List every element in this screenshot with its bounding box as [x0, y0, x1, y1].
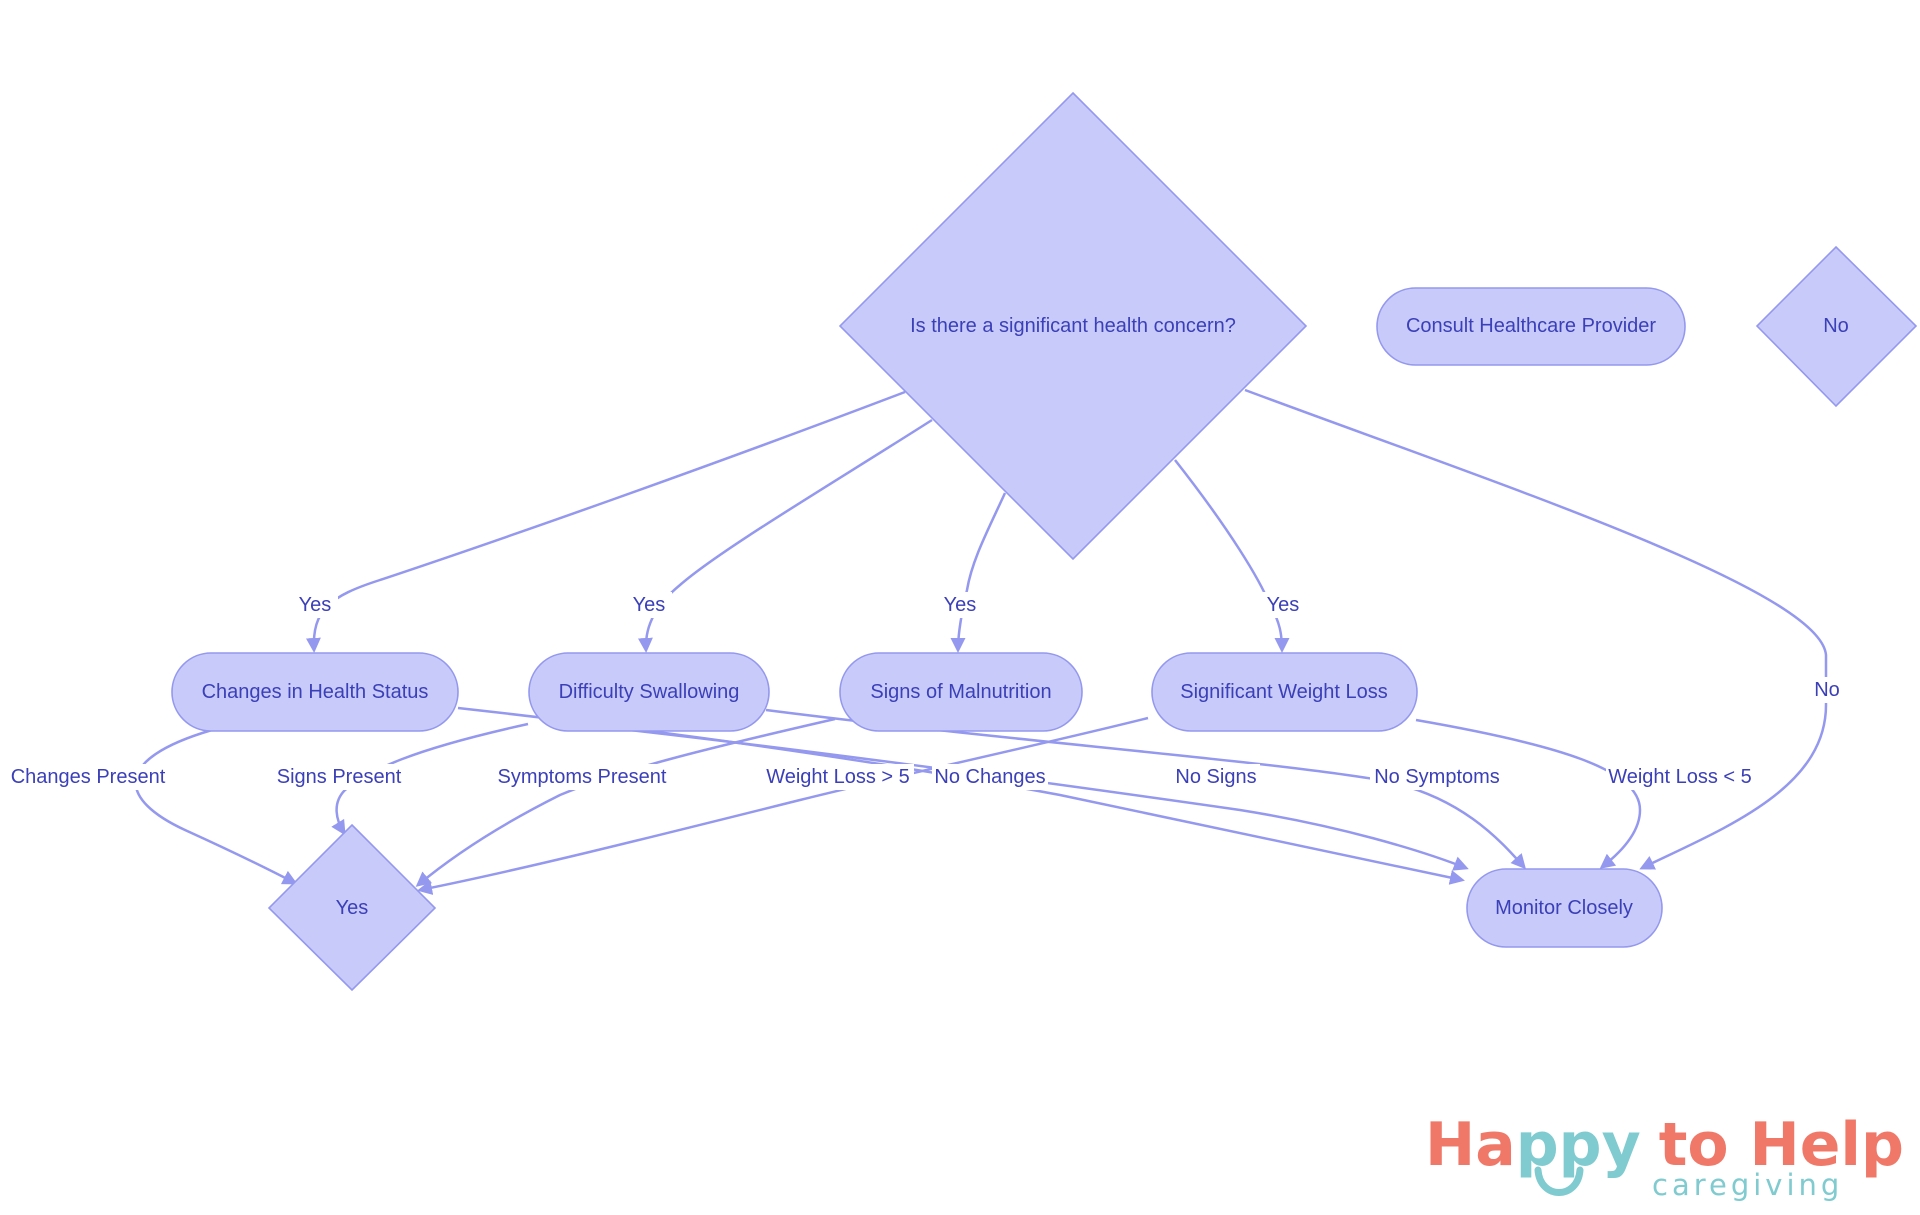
node-difficulty-swallowing: Difficulty Swallowing	[528, 652, 770, 732]
svg-text:Yes: Yes	[336, 897, 369, 919]
svg-text:Changes in Health Status: Changes in Health Status	[202, 681, 429, 703]
edge-labels: Yes Yes Yes Yes No Changes Present Signs…	[8, 592, 1846, 790]
edge-weight-to-yes	[417, 716, 1149, 896]
node-signs-malnutrition: Signs of Malnutrition	[839, 652, 1083, 732]
edge-label-no: No	[1808, 677, 1846, 703]
svg-text:Weight Loss < 5: Weight Loss < 5	[1608, 766, 1752, 788]
edge-label-symptoms-present: Symptoms Present	[494, 764, 670, 790]
node-changes-health-status: Changes in Health Status	[171, 652, 459, 732]
edge-root-to-swallowing	[637, 418, 933, 653]
svg-text:caregiving: caregiving	[1652, 1168, 1843, 1202]
svg-text:Significant Weight Loss: Significant Weight Loss	[1180, 681, 1388, 703]
svg-text:Consult Healthcare Provider: Consult Healthcare Provider	[1406, 315, 1656, 337]
edge-label-yes-2: Yes	[626, 592, 672, 618]
edge-label-yes-1: Yes	[292, 592, 338, 618]
svg-text:No Symptoms: No Symptoms	[1374, 766, 1500, 788]
svg-text:No: No	[1823, 315, 1849, 337]
svg-text:Signs Present: Signs Present	[277, 766, 402, 788]
svg-text:Yes: Yes	[1267, 594, 1300, 616]
svg-text:Monitor Closely: Monitor Closely	[1495, 897, 1633, 919]
edge-label-no-symptoms: No Symptoms	[1370, 764, 1504, 790]
svg-text:Difficulty Swallowing: Difficulty Swallowing	[559, 681, 740, 703]
edge-label-yes-4: Yes	[1260, 592, 1306, 618]
edge-label-signs-present: Signs Present	[274, 764, 404, 790]
edge-changes-to-yes	[134, 728, 298, 885]
node-yes-decision: Yes	[267, 823, 437, 992]
edge-root-to-monitor	[1244, 388, 1828, 870]
svg-text:Yes: Yes	[633, 594, 666, 616]
edge-changes-to-monitor	[457, 706, 1465, 885]
smile-icon	[1534, 1166, 1584, 1196]
svg-text:Changes Present: Changes Present	[11, 766, 166, 788]
svg-text:Weight Loss > 5: Weight Loss > 5	[766, 766, 910, 788]
node-monitor-closely: Monitor Closely	[1466, 868, 1663, 948]
edge-root-to-changes	[305, 390, 906, 653]
nodes: Is there a significant health concern? C…	[171, 91, 1918, 992]
node-no-decision: No	[1755, 245, 1918, 408]
svg-text:Signs of Malnutrition: Signs of Malnutrition	[870, 681, 1051, 703]
edge-root-to-weight	[1174, 459, 1290, 653]
edge-label-weight-gt: Weight Loss > 5	[764, 764, 914, 790]
svg-text:Yes: Yes	[299, 594, 332, 616]
svg-text:Symptoms Present: Symptoms Present	[498, 766, 667, 788]
edge-root-to-malnutrition	[950, 492, 1007, 653]
edge-label-yes-3: Yes	[937, 592, 983, 618]
svg-text:Is there a significant health: Is there a significant health concern?	[910, 315, 1236, 337]
svg-text:Yes: Yes	[944, 594, 977, 616]
node-consult-provider: Consult Healthcare Provider	[1376, 287, 1686, 366]
edge-swallowing-to-monitor	[611, 726, 1469, 871]
node-significant-weight-loss: Significant Weight Loss	[1151, 652, 1418, 732]
node-root-decision: Is there a significant health concern?	[838, 91, 1308, 561]
edge-label-changes-present: Changes Present	[8, 764, 168, 790]
svg-text:No: No	[1814, 679, 1840, 701]
svg-text:No Changes: No Changes	[934, 766, 1045, 788]
edge-malnutrition-to-yes	[415, 717, 836, 887]
svg-text:No Signs: No Signs	[1175, 766, 1256, 788]
edge-label-weight-lt: Weight Loss < 5	[1606, 764, 1756, 790]
edge-label-no-signs: No Signs	[1172, 764, 1260, 790]
edge-weight-to-monitor	[1415, 718, 1642, 869]
edge-label-no-changes: No Changes	[932, 764, 1048, 790]
